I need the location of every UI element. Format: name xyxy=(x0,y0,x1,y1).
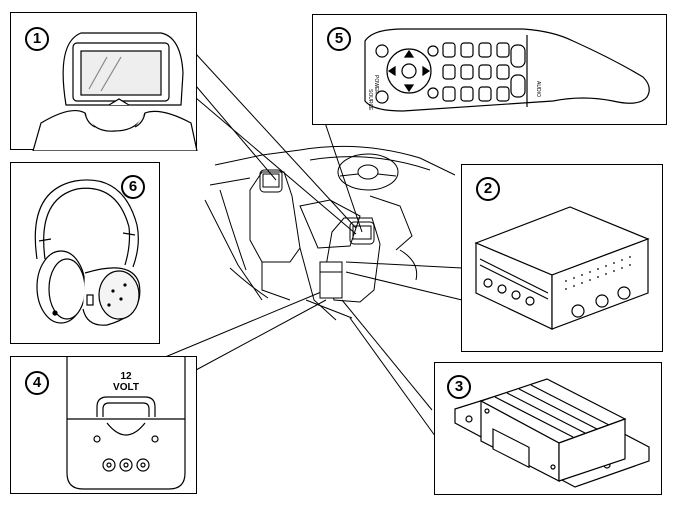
remote-source-label: SOURCE xyxy=(367,89,373,111)
remote-power-label: POWER xyxy=(373,75,379,94)
callout-4: 4 xyxy=(25,371,49,395)
callout-6: 6 xyxy=(121,175,145,199)
jack-panel-illustration: 12 VOLT xyxy=(66,357,186,490)
callout-5: 5 xyxy=(327,27,351,51)
control-module-illustration xyxy=(454,378,650,488)
leader-lines xyxy=(157,53,463,441)
callout-2: 2 xyxy=(476,177,500,201)
panel-12-volt-jack: 12 VOLT 4 xyxy=(10,356,197,494)
remote-audio-label: AUDIO xyxy=(535,81,541,97)
headphones-illustration xyxy=(34,179,141,326)
panel-remote-control: POWER AUDIO SOURCE 5 xyxy=(312,14,667,125)
panel-control-module: 3 xyxy=(434,362,662,495)
headrest-monitor-illustration xyxy=(32,32,198,151)
remote-control-illustration: POWER AUDIO SOURCE xyxy=(364,28,650,112)
callout-3: 3 xyxy=(447,375,471,399)
dvd-player-illustration xyxy=(474,206,650,330)
callout-1: 1 xyxy=(25,27,49,51)
jack-label-volt: VOLT xyxy=(113,382,139,393)
jack-label-12: 12 xyxy=(120,371,132,382)
panel-headrest-monitor: 1 xyxy=(10,12,198,151)
panel-wireless-headphones: 6 xyxy=(10,162,160,344)
panel-dvd-player: 2 xyxy=(461,164,663,352)
